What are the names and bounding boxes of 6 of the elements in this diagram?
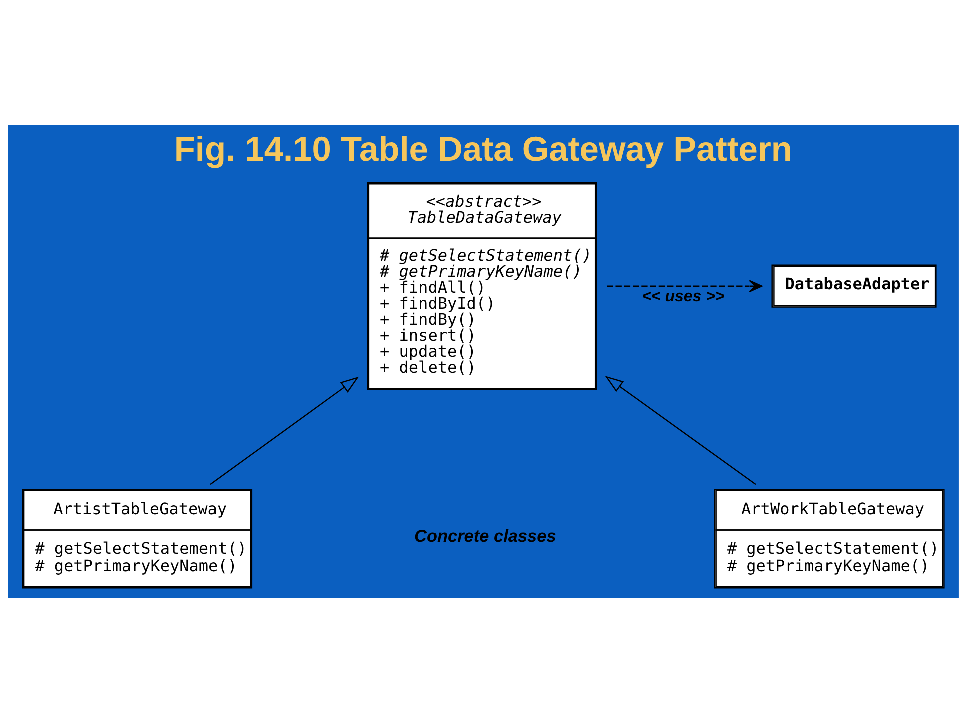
- diagram-title: Fig. 14.10 Table Data Gateway Pattern: [174, 131, 792, 170]
- arrow: [607, 280, 763, 293]
- arrow: [605, 376, 756, 486]
- label: Concrete classes: [414, 526, 556, 546]
- edge-label: << uses >>: [642, 288, 725, 306]
- arrow: [210, 376, 360, 486]
